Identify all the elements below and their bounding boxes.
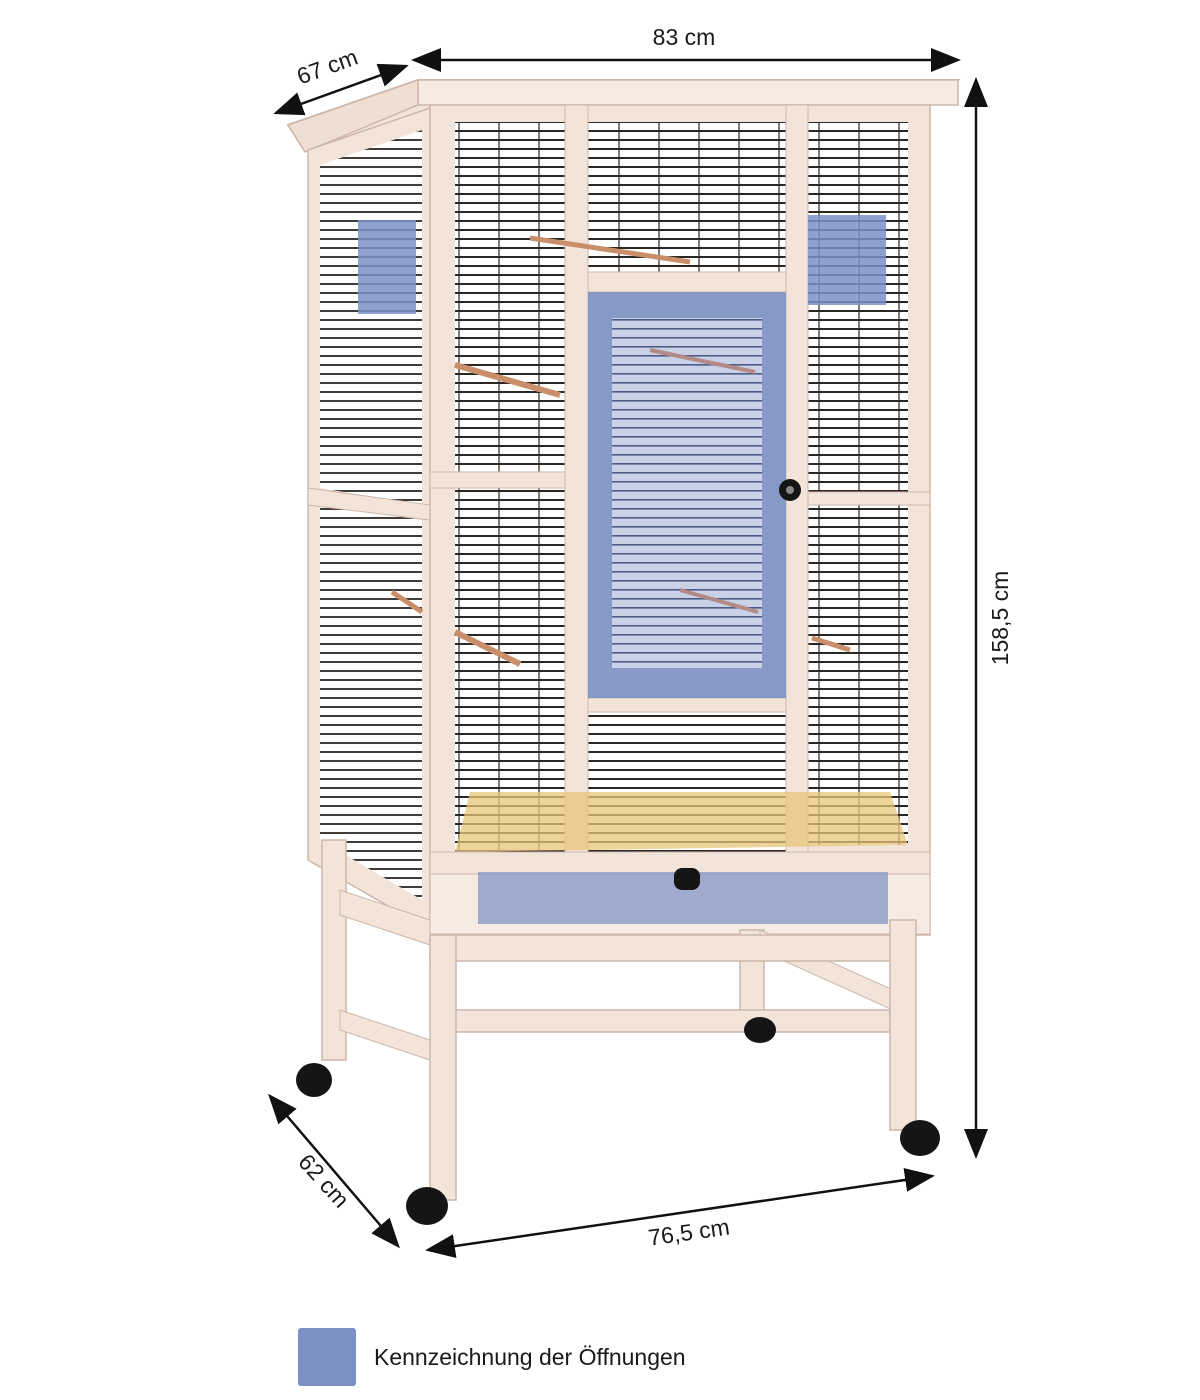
caster-wheel-icon <box>744 1017 776 1043</box>
left-side-panel <box>307 106 431 932</box>
caster-wheel-icon <box>296 1063 332 1097</box>
arrow-base-width <box>425 1168 935 1258</box>
wheels <box>296 1017 940 1225</box>
stand <box>321 839 917 1201</box>
label-roof-width: 83 cm <box>653 24 716 50</box>
caster-wheel-icon <box>900 1120 940 1156</box>
side-opening-marker-left <box>358 220 416 314</box>
label-height: 158,5 cm <box>987 571 1013 666</box>
label-base-width: 76,5 cm <box>647 1214 732 1251</box>
label-roof-depth: 67 cm <box>293 44 361 90</box>
legend: Kennzeichnung der Öffnungen <box>298 1328 686 1386</box>
legend-swatch <box>298 1328 356 1386</box>
drawer-handle-icon <box>674 868 700 890</box>
side-opening-marker-right <box>808 215 886 305</box>
front-door <box>588 292 801 698</box>
front-frame <box>429 104 931 936</box>
caster-wheel-icon <box>406 1187 448 1225</box>
legend-label: Kennzeichnung der Öffnungen <box>374 1343 686 1370</box>
aviary-illustration <box>286 78 961 1225</box>
arrow-base-depth <box>268 1093 400 1249</box>
dimension-arrows <box>268 48 988 1258</box>
arrow-roof-depth <box>273 63 409 116</box>
